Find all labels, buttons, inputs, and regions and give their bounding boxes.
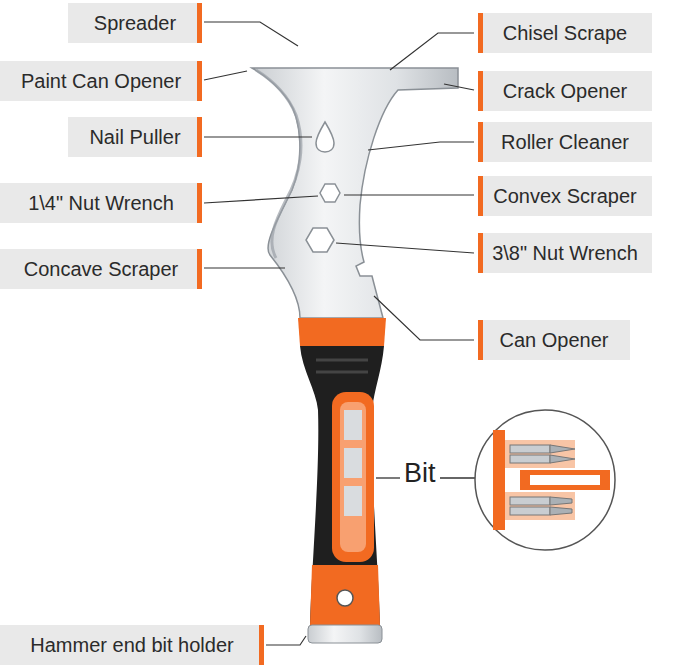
part-label: Convex Scraper bbox=[493, 184, 636, 208]
bit-inset-part bbox=[510, 445, 550, 453]
label-box: Can Opener bbox=[478, 320, 630, 360]
label-box: 3\8" Nut Wrench bbox=[478, 233, 652, 273]
bit-inset-part bbox=[510, 507, 550, 515]
handle-part bbox=[308, 625, 382, 643]
label-box: Concave Scraper bbox=[0, 249, 202, 289]
accent-bar bbox=[478, 71, 483, 111]
blade bbox=[252, 68, 458, 318]
accent-bar bbox=[197, 117, 202, 157]
part-label: Crack Opener bbox=[503, 79, 628, 103]
accent-bar bbox=[197, 249, 202, 289]
bit-inset-part bbox=[520, 470, 610, 490]
bit-inset-part bbox=[510, 455, 550, 463]
label-box: 1\4" Nut Wrench bbox=[0, 183, 202, 223]
handle-part bbox=[298, 318, 386, 346]
handle-part bbox=[300, 346, 384, 625]
accent-bar bbox=[478, 233, 483, 273]
part-label: Nail Puller bbox=[89, 125, 180, 149]
bit-inset-part bbox=[505, 440, 575, 468]
label-box: Paint Can Opener bbox=[0, 61, 202, 101]
bit-inset-part bbox=[493, 430, 505, 530]
leader-lines-part bbox=[204, 196, 318, 203]
leader-lines-part bbox=[266, 636, 306, 645]
callout-label: Bit bbox=[404, 458, 436, 489]
leader-lines-part bbox=[204, 136, 312, 137]
accent-bar bbox=[259, 625, 264, 665]
label-box: Convex Scraper bbox=[478, 176, 652, 216]
leader-lines-part bbox=[344, 194, 474, 195]
handle-part bbox=[344, 448, 362, 478]
leader-lines-part bbox=[444, 84, 474, 90]
leader-lines bbox=[204, 22, 474, 645]
handle-part bbox=[310, 565, 380, 625]
label-box: Nail Puller bbox=[68, 117, 202, 157]
bit-inset-part bbox=[440, 477, 475, 478]
part-label: Concave Scraper bbox=[24, 257, 179, 281]
blade-part bbox=[256, 70, 301, 258]
bit-inset-part bbox=[505, 492, 575, 520]
label-box: Spreader bbox=[68, 3, 202, 43]
leader-lines-part bbox=[368, 142, 474, 150]
part-label: 3\8" Nut Wrench bbox=[492, 241, 638, 265]
bit-inset-part bbox=[530, 475, 600, 485]
accent-bar bbox=[478, 13, 483, 53]
part-label: Chisel Scrape bbox=[503, 21, 628, 45]
handle bbox=[298, 318, 386, 643]
accent-bar bbox=[197, 61, 202, 101]
bit-inset-part bbox=[550, 497, 572, 515]
leader-lines-part bbox=[204, 267, 285, 268]
part-label: Paint Can Opener bbox=[21, 69, 181, 93]
leader-lines-part bbox=[204, 71, 247, 80]
part-label: Spreader bbox=[94, 11, 176, 35]
bit-inset-part bbox=[376, 477, 400, 478]
bit-inset-part bbox=[510, 497, 550, 505]
part-label: Can Opener bbox=[500, 328, 609, 352]
leader-lines-part bbox=[374, 296, 474, 340]
handle-part bbox=[316, 360, 368, 372]
leader-lines-part bbox=[390, 33, 474, 70]
label-box: Crack Opener bbox=[478, 71, 652, 111]
leader-lines-part bbox=[336, 243, 474, 253]
handle-part bbox=[337, 590, 353, 606]
handle-part bbox=[344, 410, 362, 440]
label-box: Roller Cleaner bbox=[478, 122, 652, 162]
accent-bar bbox=[197, 183, 202, 223]
bit-inset-part bbox=[550, 445, 575, 463]
blade-part bbox=[316, 122, 334, 152]
label-box: Hammer end bit holder bbox=[0, 625, 264, 665]
accent-bar bbox=[478, 176, 483, 216]
handle-part bbox=[344, 486, 362, 516]
accent-bar bbox=[197, 3, 202, 43]
accent-bar bbox=[478, 122, 483, 162]
blade-part bbox=[306, 228, 334, 252]
label-box: Chisel Scrape bbox=[478, 13, 652, 53]
handle-part bbox=[340, 402, 366, 552]
bit-inset bbox=[376, 410, 615, 550]
part-label: 1\4" Nut Wrench bbox=[28, 191, 174, 215]
part-label: Roller Cleaner bbox=[501, 130, 629, 154]
part-label: Hammer end bit holder bbox=[30, 633, 233, 657]
blade-part bbox=[252, 68, 458, 318]
blade-part bbox=[320, 184, 340, 202]
leader-lines-part bbox=[204, 22, 298, 46]
bit-inset-part bbox=[475, 410, 615, 550]
accent-bar bbox=[478, 320, 483, 360]
handle-part bbox=[332, 392, 374, 562]
